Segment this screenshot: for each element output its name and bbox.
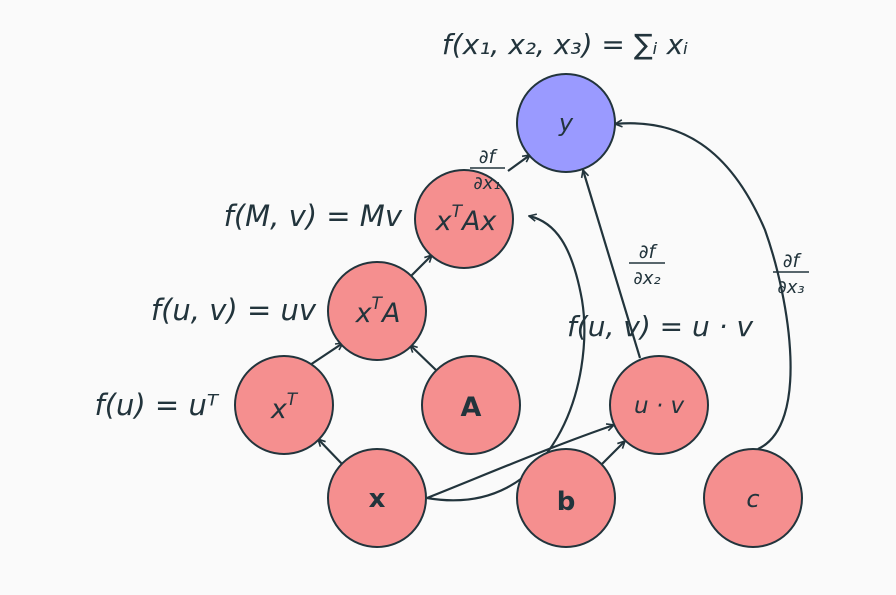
partial-dx2: ∂f ∂x₂ <box>629 241 665 289</box>
edge-b-to-uv <box>600 441 625 466</box>
node-a-label: A <box>461 392 482 423</box>
uv-function-label: f(u, v) = uv <box>151 293 317 327</box>
partial-dx1: ∂f ∂x₁ <box>470 146 505 194</box>
edge-xt-to-xta <box>306 343 343 368</box>
node-c: c <box>703 448 803 548</box>
partial-dx3-den: ∂x₃ <box>777 277 804 298</box>
node-b-label: b <box>557 487 576 517</box>
sum-function-label: f(x₁, x₂, x₃) = ∑ᵢ xᵢ <box>442 28 688 61</box>
partial-dx3: ∂f ∂x₃ <box>773 250 809 298</box>
partial-dx2-den: ∂x₂ <box>633 268 660 289</box>
node-y-label: y <box>558 109 574 137</box>
transpose-function-label: f(u) = uᵀ <box>95 388 220 422</box>
edge-a-to-xta <box>410 345 438 372</box>
node-x-label: x <box>369 484 386 514</box>
node-y: y <box>516 73 616 173</box>
edge-xtax-to-y <box>507 155 530 172</box>
edge-uv-to-y <box>583 170 642 359</box>
svg-text:xTA: xTA <box>355 294 401 329</box>
node-xta-label: x <box>355 298 373 329</box>
node-xtax-label: x <box>435 206 453 237</box>
node-uv-label: u · v <box>634 393 685 419</box>
dot-function-label: f(u, v) = u · v <box>567 310 754 343</box>
edge-x-to-xt <box>318 439 344 466</box>
edge-c-to-y <box>615 123 792 450</box>
node-xt-label: x <box>270 394 288 425</box>
edge-x-to-xtax <box>426 216 586 502</box>
node-xt: xT <box>234 355 334 455</box>
node-x: x <box>327 448 427 548</box>
partial-dx1-num: ∂f <box>479 146 499 168</box>
node-xta: xTA <box>327 261 427 361</box>
node-uv: u · v <box>609 355 709 455</box>
mv-function-label: f(M, v) = Mv <box>224 199 403 233</box>
edge-xta-to-xtax <box>410 255 432 277</box>
node-a: A <box>421 355 521 455</box>
node-c-label: c <box>746 485 759 513</box>
node-xtax: xTAx <box>414 169 514 269</box>
svg-text:xTAx: xTAx <box>435 202 498 237</box>
partial-dx1-den: ∂x₁ <box>473 173 500 194</box>
partial-dx2-num: ∂f <box>639 241 659 263</box>
node-b: b <box>516 448 616 548</box>
svg-text:xT: xT <box>270 390 299 425</box>
edge-x-to-uv <box>426 425 614 500</box>
partial-dx3-num: ∂f <box>783 250 803 272</box>
edges <box>306 123 792 502</box>
